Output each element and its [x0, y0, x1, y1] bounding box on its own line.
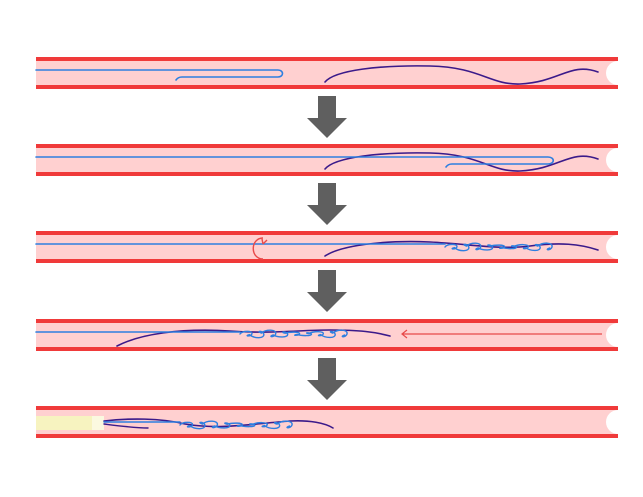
step-5 — [36, 406, 618, 438]
thread — [103, 418, 334, 429]
guidewire — [35, 156, 555, 168]
thread — [324, 240, 599, 257]
guidewire-coil — [179, 420, 293, 430]
vessel-opening — [606, 148, 618, 172]
step-1 — [36, 57, 618, 89]
vessel-wall-top — [36, 57, 618, 61]
catheter-tip — [92, 416, 104, 430]
vessel-wall-top — [36, 231, 618, 235]
thread-end — [103, 423, 149, 429]
vessel-wall-top — [36, 319, 618, 323]
vessel-wall-bottom — [36, 259, 618, 263]
vessel-opening — [606, 323, 618, 347]
vessel-opening — [606, 410, 618, 434]
catheter — [36, 416, 104, 430]
step-3 — [36, 231, 618, 263]
down-arrow-icon — [307, 96, 347, 138]
vessel-wall-top — [36, 144, 618, 148]
guidewire-coil — [444, 242, 553, 252]
vessel-wall-top — [36, 406, 618, 410]
vessel-lumen — [36, 57, 618, 88]
vessel-wall-bottom — [36, 434, 618, 438]
down-arrow-icon — [307, 183, 347, 225]
step-2 — [36, 144, 618, 176]
vessel-opening — [606, 61, 618, 85]
vessel-wall-bottom — [36, 172, 618, 176]
thread — [324, 65, 599, 85]
vessel-wall-bottom — [36, 347, 618, 351]
vessel-wall-bottom — [36, 85, 618, 89]
step-4 — [36, 319, 618, 351]
guidewire-coil — [239, 329, 348, 339]
vessel-lumen — [36, 144, 618, 175]
guidewire — [35, 69, 284, 81]
pull-direction-arrow — [401, 329, 602, 339]
down-arrow-icon — [307, 270, 347, 312]
down-arrow-icon — [307, 358, 347, 400]
rotation-arrowhead — [261, 238, 268, 245]
thread — [116, 329, 391, 347]
rotation-arrow-icon — [252, 237, 264, 260]
vessel-opening — [606, 235, 618, 259]
